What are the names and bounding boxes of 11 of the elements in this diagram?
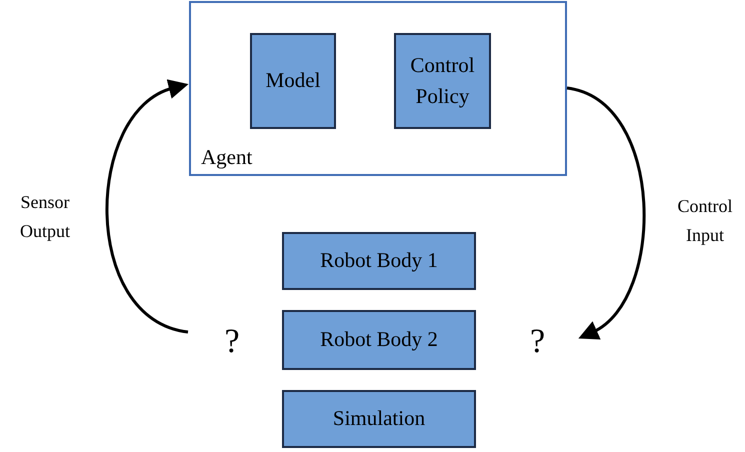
curved-arrow [106, 80, 188, 334]
component-box: Control Policy [394, 33, 491, 129]
agent-container [189, 1, 567, 176]
component-box: Robot Body 2 [282, 310, 476, 370]
component-box: Simulation [282, 390, 476, 448]
curved-arrow [566, 86, 646, 342]
component-box: Model [250, 33, 336, 129]
question-mark: ? [224, 325, 240, 359]
component-box: Robot Body 1 [282, 232, 476, 290]
container-label: Agent [201, 147, 252, 168]
question-mark: ? [530, 325, 546, 359]
